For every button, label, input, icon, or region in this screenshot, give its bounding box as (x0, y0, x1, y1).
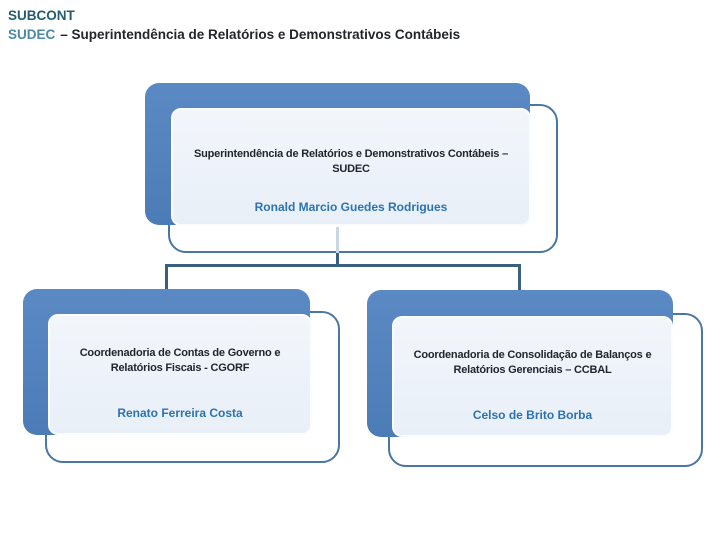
node-manager-name: Renato Ferreira Costa (117, 406, 243, 420)
node-manager-name: Celso de Brito Borba (472, 408, 593, 422)
node-title: Coordenadoria de Consolidação de Balanço… (414, 348, 652, 378)
node-content-panel: Superintendência de Relatórios e Demonst… (171, 108, 531, 226)
node-content-panel: Coordenadoria de Contas de Governo e Rel… (48, 314, 312, 435)
node-content-panel: Coordenadoria de Consolidação de Balanço… (392, 316, 673, 437)
node-manager-name: Ronald Marcio Guedes Rodrigues (254, 200, 448, 214)
org-node-sudec: Superintendência de Relatórios e Demonst… (145, 83, 558, 253)
node-title-line: Coordenadoria de Consolidação de Balanço… (413, 349, 652, 361)
node-title-line: Coordenadoria de Contas de Governo e (79, 347, 281, 359)
page-header: SUBCONT SUDEC – Superintendência de Relat… (8, 6, 460, 44)
node-title-line: Relatórios Gerenciais – CCBAL (453, 364, 612, 376)
node-title: Superintendência de Relatórios e Demonst… (194, 147, 508, 177)
header-subtitle-text: – Superintendência de Relatórios e Demon… (60, 27, 461, 42)
header-subtitle-acronym: SUDEC (8, 27, 56, 42)
connector-drop-left (165, 264, 168, 290)
node-title-line: Superintendência de Relatórios e Demonst… (193, 148, 508, 160)
node-title-line: Relatórios Fiscais - CGORF (110, 362, 250, 374)
org-node-ccbal: Coordenadoria de Consolidação de Balanço… (367, 290, 703, 467)
node-title: Coordenadoria de Contas de Governo e Rel… (80, 346, 281, 376)
connector-stub-top (336, 252, 339, 266)
connector-horizontal-line (165, 264, 521, 267)
connector-drop-right (518, 264, 521, 290)
header-title: SUBCONT (8, 8, 75, 23)
node-title-line: SUDEC (332, 163, 370, 175)
org-node-cgorf: Coordenadoria de Contas de Governo e Rel… (23, 289, 340, 463)
connector-stub-inner (336, 227, 339, 253)
header-subtitle: SUDEC – Superintendência de Relatórios e … (8, 25, 460, 44)
